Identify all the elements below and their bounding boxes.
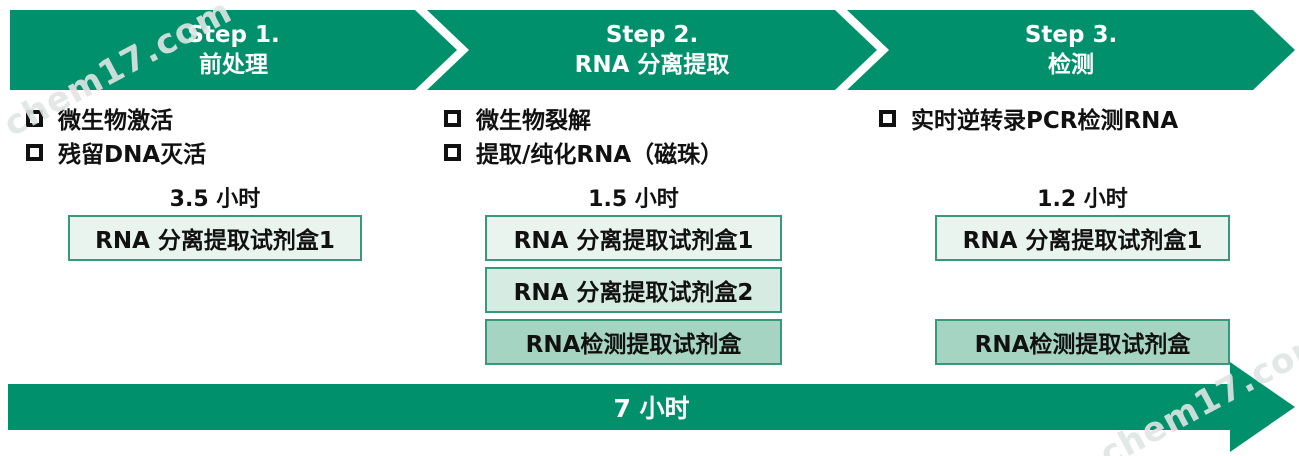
step1-title: Step 1. bbox=[187, 22, 280, 48]
step3-banner: Step 3. 检测 bbox=[847, 10, 1295, 90]
step1-bullet-list: 微生物激活 残留DNA灭活 bbox=[26, 101, 206, 169]
step3-duration-label: 1.2 小时 bbox=[1037, 187, 1128, 212]
total-duration-label: 7 小时 bbox=[613, 394, 690, 423]
kit-box: RNA检测提取试剂盒 bbox=[935, 319, 1230, 365]
step2-bullet-list: 微生物裂解 提取/纯化RNA（磁珠） bbox=[444, 101, 723, 169]
step3-title: Step 3. bbox=[1024, 22, 1118, 48]
bullet-label: 提取/纯化RNA（磁珠） bbox=[476, 142, 724, 168]
step2-banner: Step 2. RNA 分离提取 bbox=[427, 10, 877, 90]
checkbox-icon bbox=[879, 109, 896, 127]
list-item: 提取/纯化RNA（磁珠） bbox=[444, 135, 723, 169]
step2-duration-label: 1.5 小时 bbox=[588, 187, 679, 212]
bullet-label: 实时逆转录PCR检测RNA bbox=[911, 108, 1179, 134]
checkbox-icon bbox=[26, 143, 43, 161]
checkbox-icon bbox=[444, 109, 461, 127]
step3-bullet-list: 实时逆转录PCR检测RNA bbox=[879, 101, 1178, 135]
kit-box: RNA 分离提取试剂盒2 bbox=[485, 267, 782, 313]
list-item: 实时逆转录PCR检测RNA bbox=[879, 101, 1178, 135]
checkbox-icon bbox=[26, 109, 43, 127]
list-item: 残留DNA灭活 bbox=[26, 135, 206, 169]
bullet-label: 残留DNA灭活 bbox=[58, 142, 207, 168]
step1-banner: Step 1. 前处理 bbox=[10, 10, 457, 90]
checkbox-icon bbox=[444, 143, 461, 161]
step2-subtitle: RNA 分离提取 bbox=[574, 52, 730, 78]
step2-title: Step 2. bbox=[605, 22, 699, 48]
bullet-label: 微生物裂解 bbox=[476, 108, 591, 134]
list-item: 微生物裂解 bbox=[444, 101, 723, 135]
step3-subtitle: 检测 bbox=[1048, 52, 1094, 78]
kit-box: RNA 分离提取试剂盒1 bbox=[935, 215, 1230, 261]
step1-subtitle: 前处理 bbox=[199, 52, 268, 78]
list-item: 微生物激活 bbox=[26, 101, 206, 135]
kit-box: RNA检测提取试剂盒 bbox=[485, 319, 782, 365]
step1-duration-label: 3.5 小时 bbox=[169, 187, 261, 212]
kit-box: RNA 分离提取试剂盒1 bbox=[68, 215, 362, 261]
bullet-label: 微生物激活 bbox=[58, 108, 173, 134]
total-duration-arrow: 7 小时 bbox=[8, 362, 1295, 452]
kit-box: RNA 分离提取试剂盒1 bbox=[485, 215, 782, 261]
